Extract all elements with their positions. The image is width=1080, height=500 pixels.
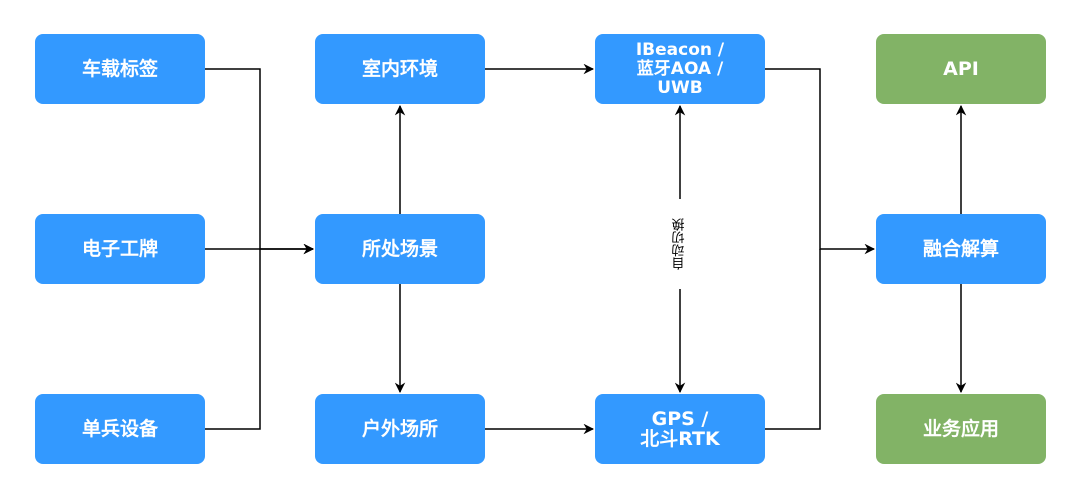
node-vehicle-tag: 车载标签	[35, 34, 205, 104]
edge-gps-to-fusion	[765, 249, 821, 430]
node-outdoor-venue: 户外场所	[315, 394, 485, 464]
edge-ibeacon-to-fusion	[765, 68, 876, 255]
edge-vehicle-to-scene	[205, 68, 315, 255]
node-gps-beidou-rtk: GPS / 北斗RTK	[595, 394, 765, 464]
auto-switch-label: 自动切换	[668, 199, 692, 289]
node-soldier-device: 单兵设备	[35, 394, 205, 464]
node-indoor-environment: 室内环境	[315, 34, 485, 104]
node-api: API	[876, 34, 1046, 104]
node-fusion-calculation: 融合解算	[876, 214, 1046, 284]
node-business-application: 业务应用	[876, 394, 1046, 464]
node-current-scene: 所处场景	[315, 214, 485, 284]
node-ibeacon-aoa-uwb: IBeacon / 蓝牙AOA / UWB	[595, 34, 765, 104]
node-electronic-badge: 电子工牌	[35, 214, 205, 284]
edge-soldier-to-scene	[205, 249, 261, 430]
